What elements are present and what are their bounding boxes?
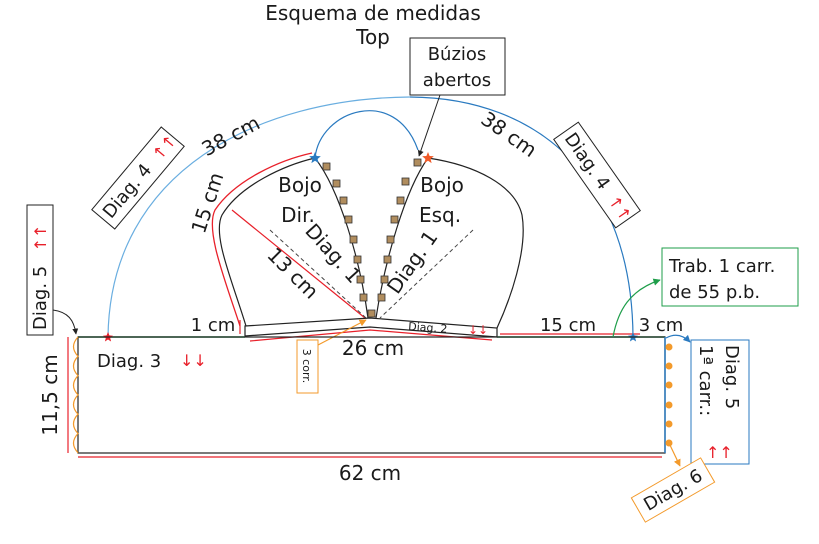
diag1-dashed-left <box>269 229 367 319</box>
arc-left <box>107 96 411 338</box>
diag5-left-box <box>26 204 54 336</box>
diagram-subtitle: Top <box>355 25 390 49</box>
bojo-esq-label-2: Esq. <box>419 203 461 227</box>
cup-right-outline-red <box>211 152 313 327</box>
three-cm-label: 3 cm <box>639 315 684 336</box>
diag3-label: Diag. 3 <box>97 351 161 372</box>
star-right-cup <box>422 152 434 164</box>
diag4-right-frame <box>553 121 641 229</box>
buzios-label-1: Búzios <box>428 44 487 65</box>
diag5-right-arrows: ↑↑ <box>706 443 733 462</box>
arc-left-measure: 38 cm <box>198 111 264 161</box>
three-corr-box <box>296 339 319 394</box>
diag4-left-frame <box>91 126 185 230</box>
width-measure: 62 cm <box>339 461 401 485</box>
diag5-left-arrows: ↑↑ <box>31 225 50 252</box>
buzios-pointer <box>417 94 441 157</box>
three-corr-label: 3 corr. <box>300 349 313 384</box>
diag5-left-label: Diag. 5 <box>30 266 51 330</box>
diag2-arrows: ↓↓ <box>468 323 488 337</box>
diag3-arrows: ↓↓ <box>180 351 207 370</box>
diag5-left-pointer <box>52 309 79 335</box>
diagram-title: Esquema de medidas <box>265 1 481 25</box>
bojo-dir-label-2: Dir. <box>281 203 315 227</box>
diag6-pointer <box>668 442 681 467</box>
cup-right-diagonal-red <box>231 209 366 319</box>
fifteen-cm-label: 15 cm <box>540 315 596 336</box>
buzios-box <box>409 37 506 96</box>
band <box>244 317 498 338</box>
diag5-right-label-2: 1ª carr.: <box>695 345 716 416</box>
diag5-right-label-1: Diag. 5 <box>721 345 742 409</box>
beads <box>322 158 422 318</box>
arc-right-measure: 38 cm <box>477 107 542 162</box>
buzios-label-2: abertos <box>423 70 491 91</box>
trab-label-1: Trab. 1 carr. <box>668 256 775 277</box>
diag4-left-box: Diag. 4 ↑↑ <box>91 126 185 230</box>
diag5-right-pointer <box>665 334 691 343</box>
star-left-cup <box>309 152 321 164</box>
blue-loop-arrow <box>314 110 419 159</box>
diag2-label: Diag. 2 <box>408 320 448 336</box>
diag1-dashed-right <box>379 229 474 319</box>
height-measure: 11,5 cm <box>38 354 62 435</box>
orange-dots <box>665 343 673 447</box>
trab-pointer <box>612 278 661 338</box>
trab-label-2: de 55 p.b. <box>669 282 760 303</box>
bojo-dir-label-1: Bojo <box>278 173 322 197</box>
diag4-right-box: Diag. 4 ↑↑ <box>553 121 641 229</box>
trab-box <box>661 247 799 307</box>
diag6-frame <box>630 457 716 523</box>
scallop-edge <box>72 336 79 454</box>
cup-side-measure: 15 cm <box>186 170 228 237</box>
twentysix-cm-label: 26 cm <box>342 336 404 360</box>
diag6-box: Diag. 6 <box>630 457 716 523</box>
three-corr-pointer <box>317 319 367 346</box>
one-cm-label: 1 cm <box>191 315 236 336</box>
bojo-esq-label-1: Bojo <box>420 173 464 197</box>
diag5-right-box <box>690 339 750 465</box>
